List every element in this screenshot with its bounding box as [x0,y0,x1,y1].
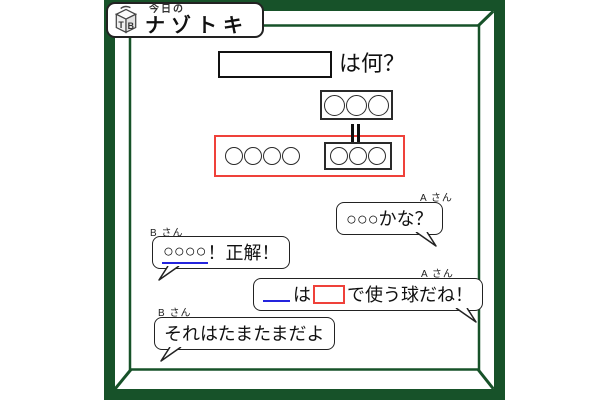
speech-bubble-a2: は で使う球だね！ [253,278,483,323]
frame-corner-bottom-right [476,368,495,390]
bubble-tail-left [160,347,182,362]
cube-letter-left: T [118,20,124,30]
bubble-a2-text-mid: は [293,285,311,305]
speaker-label-a2: A さん [421,269,454,280]
bubble-tail-right [415,232,437,247]
question-text: は何？ [339,51,406,76]
frame-corner-top-right [476,9,495,28]
circle-shape [282,147,300,165]
bubble-b1-underlined-text: ○○○○ [162,241,208,264]
circle-shape [263,147,281,165]
bubble-tail-right [455,308,477,323]
logo-text: 今日の ナゾトキ [145,3,249,37]
speaker-label-a1: A さん [420,193,453,204]
bubble-b2-text: それはたまたまだよ [164,324,325,344]
blank-red-box [313,284,345,304]
cube-right-face [125,13,137,34]
boxed-three-circle-group [324,142,392,170]
logo-cube-icon: T B [114,5,138,34]
circle-shape [324,94,345,116]
circle-shape [225,147,243,165]
board-frame-outer [104,0,505,400]
circle-shape [244,147,262,165]
logo-title: ナゾトキ [145,14,249,37]
bubble-a2-text-end: で使う球だね！ [347,285,473,305]
circle-shape [368,94,389,116]
speech-bubble-b1: ○○○○ ！正解！ [152,236,290,281]
blank-underline [263,286,290,302]
equals-sign [351,124,360,142]
circle-shape [368,147,386,165]
bubble-tail-left [158,266,180,281]
speech-bubble-a1: ○○○かな？ [336,202,443,247]
three-circle-box [320,90,393,120]
cube-letter-right: B [128,21,134,31]
speaker-label-b1: B さん [150,228,184,239]
frame-corner-bottom-left [113,368,133,390]
circle-shape [346,94,367,116]
bubble-a1-text: ○○○かな？ [346,209,433,229]
four-circle-group [225,147,300,165]
speech-bubble-b2: それはたまたまだよ [154,317,335,362]
speaker-label-b2: B さん [158,308,192,319]
circle-shape [330,147,348,165]
red-highlight-rect [214,135,405,177]
circle-shape [349,147,367,165]
logo-badge: T B 今日の ナゾトキ [106,2,264,38]
bubble-b1-text: ！正解！ [207,243,280,263]
board-frame-inner [128,24,481,371]
cube-swirl [120,5,131,10]
logo-subtitle: 今日の [149,3,185,15]
answer-blank-box [218,51,332,78]
